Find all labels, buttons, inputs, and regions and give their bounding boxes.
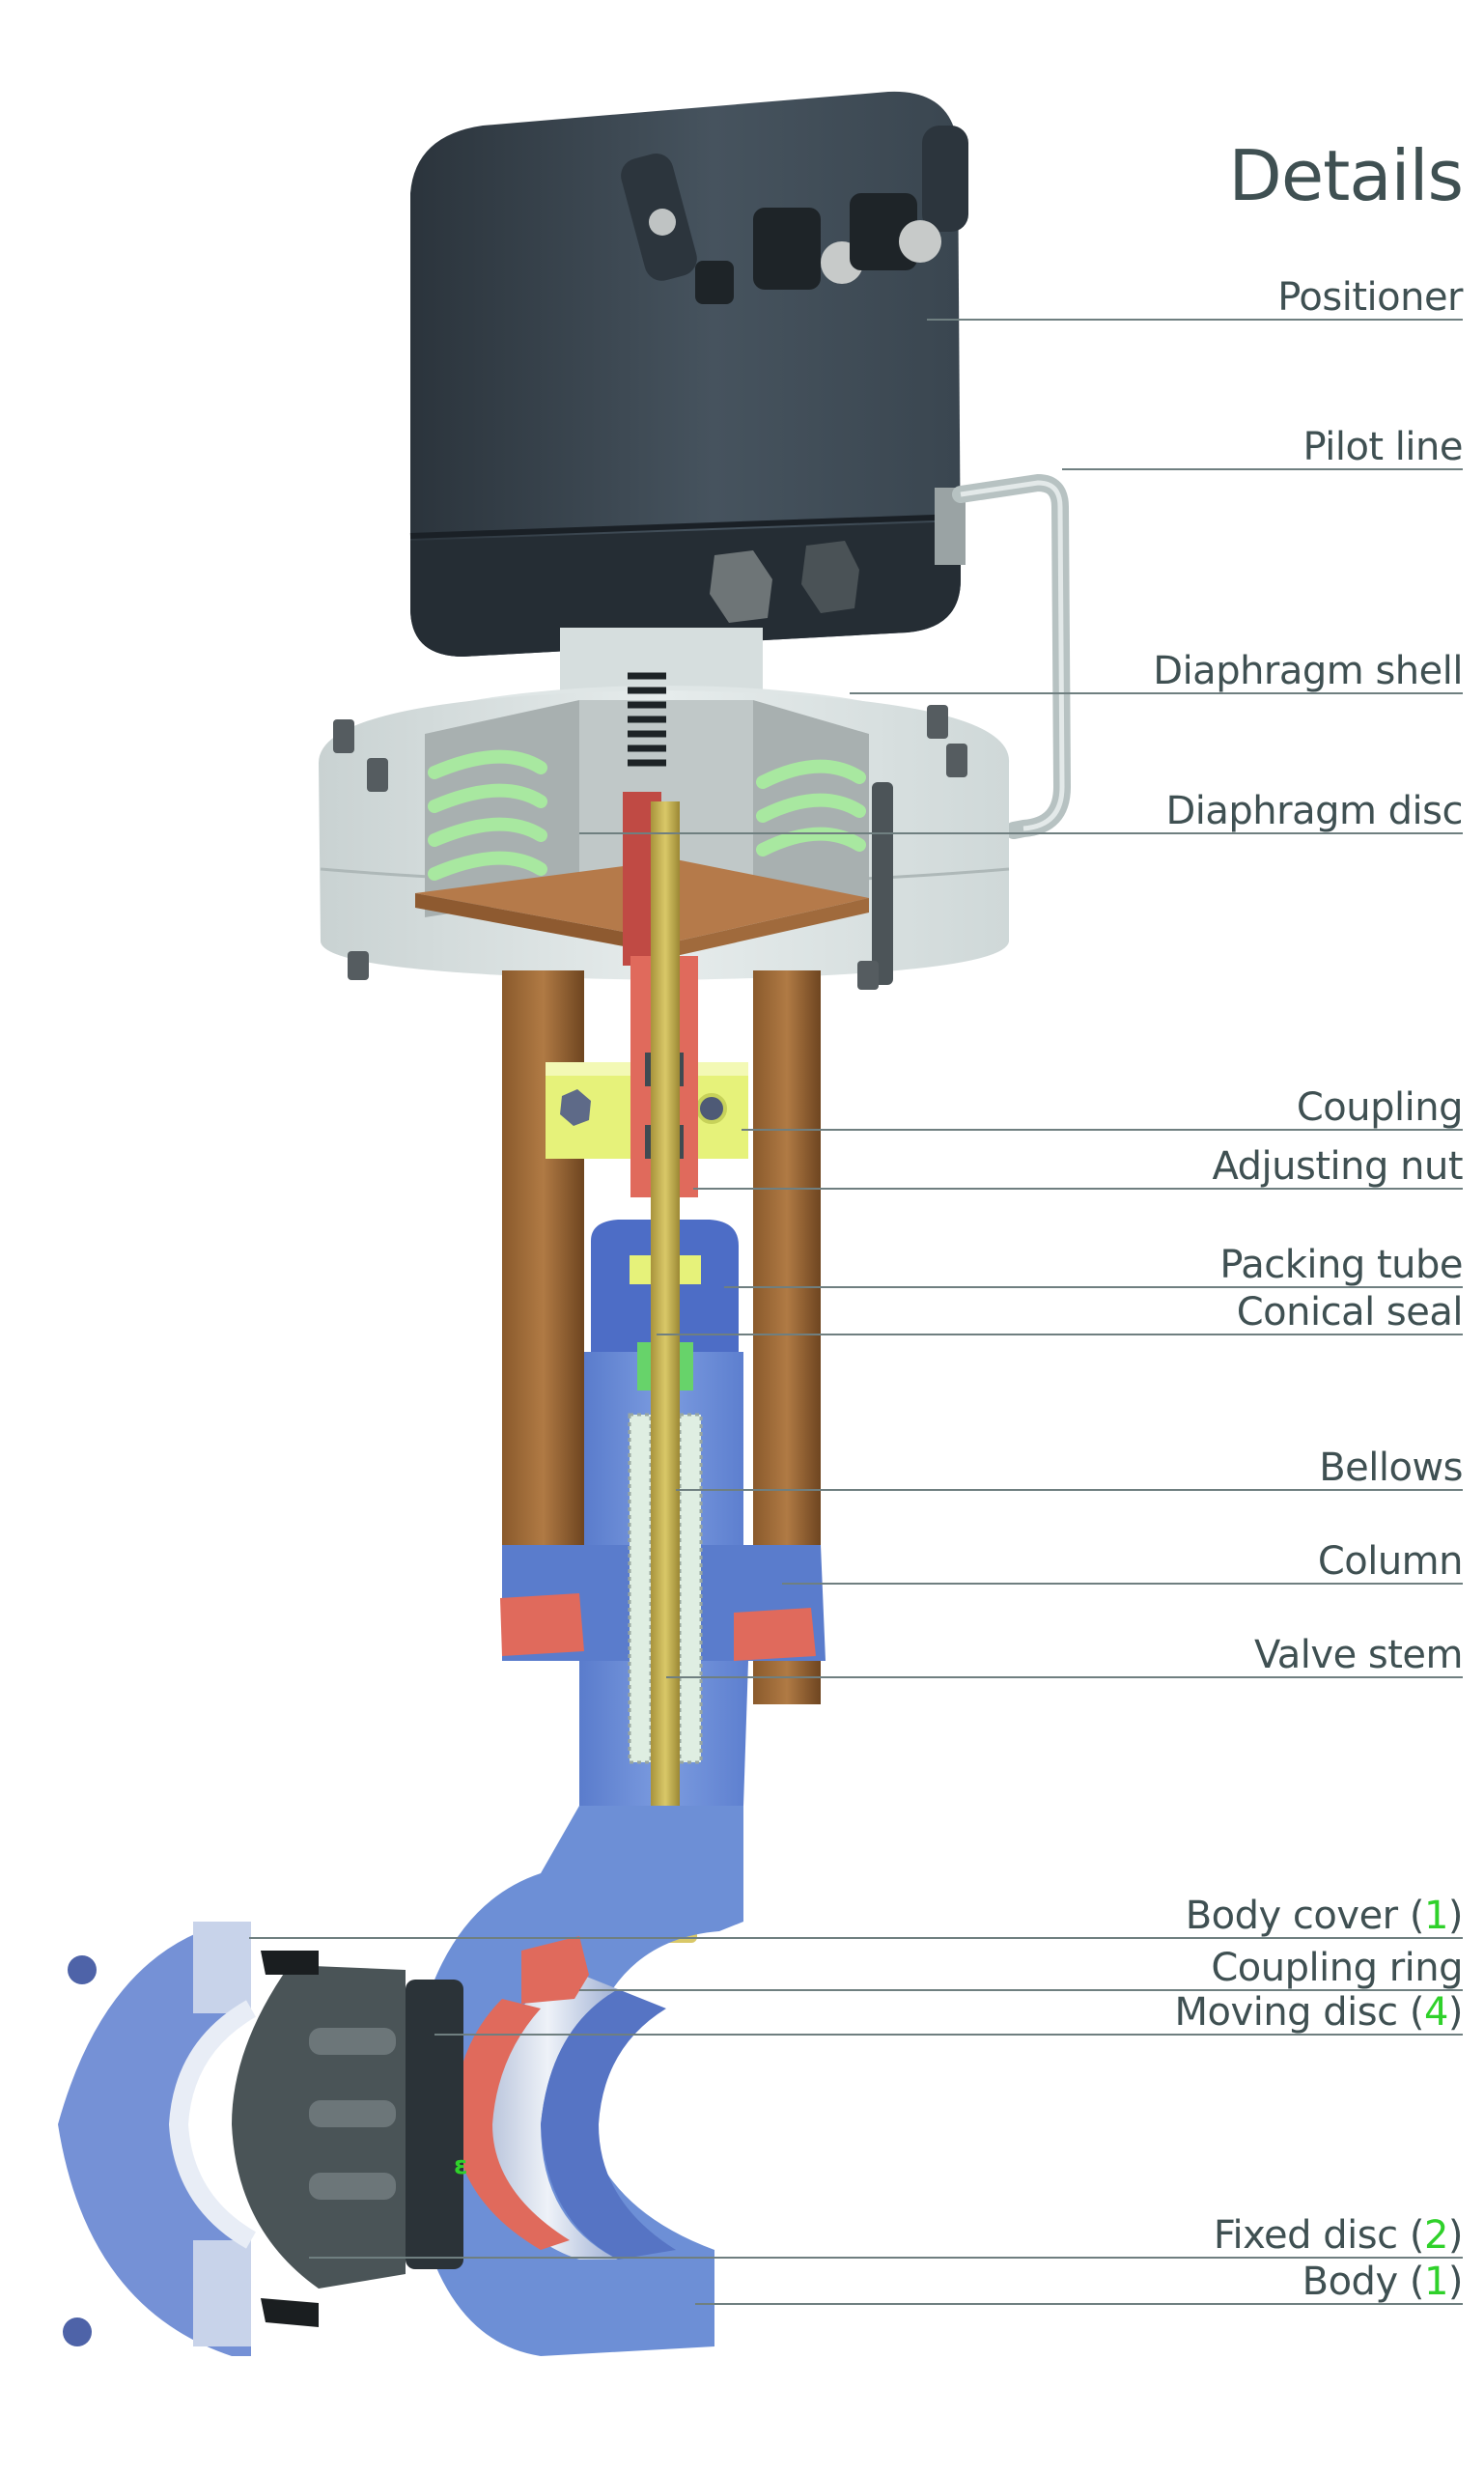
leader-line-positioner bbox=[927, 319, 1463, 321]
green-marker-glyph: ε bbox=[454, 2151, 468, 2180]
actuator-spring bbox=[628, 672, 666, 767]
label-text: Valve stem bbox=[1254, 1633, 1463, 1677]
leader-line-coupling-ring bbox=[579, 1989, 1463, 1991]
label-coupling-ring: Coupling ring bbox=[1211, 1949, 1463, 1987]
label-diaphragm-disc: Diaphragm disc bbox=[1165, 792, 1463, 830]
bolt-icon bbox=[68, 1955, 97, 1984]
bolt-icon bbox=[63, 2318, 92, 2346]
label-coupling: Coupling bbox=[1296, 1085, 1464, 1130]
label-bellows: Bellows bbox=[1319, 1448, 1463, 1487]
bellows bbox=[628, 1255, 703, 1764]
label-text: Column bbox=[1317, 1539, 1464, 1584]
label-positioner: Positioner bbox=[1277, 278, 1463, 317]
label-text: Body cover ( bbox=[1185, 1894, 1425, 1938]
label-text: Pilot line bbox=[1302, 425, 1463, 469]
leader-line-diaphragm-disc bbox=[579, 832, 1463, 834]
label-body-cover: Body cover (1) bbox=[1185, 1894, 1464, 1938]
label-text: Body ( bbox=[1302, 2260, 1425, 2304]
label-suffix: ) bbox=[1447, 2260, 1464, 2304]
label-text: Coupling ring bbox=[1211, 1946, 1463, 1990]
label-suffix: ) bbox=[1447, 2213, 1464, 2258]
label-moving-disc: Moving disc (4) bbox=[1174, 1990, 1464, 2035]
quantity-count: 1 bbox=[1423, 2260, 1448, 2304]
quantity-count: 2 bbox=[1423, 2213, 1448, 2258]
label-text: Packing tube bbox=[1219, 1243, 1463, 1287]
label-body: Body (1) bbox=[1302, 2260, 1464, 2304]
fixed-disc-part bbox=[232, 1951, 406, 2327]
leader-line-pilot-line bbox=[1062, 468, 1463, 470]
coupling-ring-part bbox=[454, 1936, 589, 2250]
moving-disc-part bbox=[406, 1980, 463, 2269]
label-suffix: ) bbox=[1447, 1894, 1464, 1938]
label-text: Coupling bbox=[1296, 1085, 1464, 1130]
positioner bbox=[409, 91, 968, 657]
leader-line-body-cover bbox=[249, 1937, 1463, 1939]
label-text: Moving disc ( bbox=[1174, 1990, 1425, 2035]
label-text: Conical seal bbox=[1236, 1290, 1464, 1334]
quantity-count: 1 bbox=[1423, 1894, 1448, 1938]
leader-line-body bbox=[695, 2303, 1463, 2305]
leader-line-column bbox=[782, 1583, 1463, 1585]
leader-line-moving-disc bbox=[434, 2034, 1463, 2036]
label-pilot-line: Pilot line bbox=[1302, 428, 1463, 466]
label-text: Adjusting nut bbox=[1212, 1144, 1464, 1189]
label-valve-stem: Valve stem bbox=[1254, 1636, 1463, 1674]
leader-line-adjusting-nut bbox=[693, 1188, 1463, 1190]
leader-line-bellows bbox=[676, 1489, 1463, 1491]
leader-line-fixed-disc bbox=[309, 2257, 1463, 2259]
label-column: Column bbox=[1317, 1539, 1464, 1584]
leader-line-valve-stem bbox=[666, 1676, 1463, 1678]
label-text: Diaphragm disc bbox=[1165, 789, 1463, 833]
label-packing-tube: Packing tube bbox=[1219, 1246, 1463, 1284]
label-text: Fixed disc ( bbox=[1213, 2213, 1425, 2258]
cable-gland bbox=[850, 193, 941, 270]
label-adjusting-nut: Adjusting nut bbox=[1213, 1147, 1464, 1186]
valve-stem bbox=[651, 801, 680, 1941]
quantity-count: 4 bbox=[1423, 1990, 1448, 2035]
label-diaphragm-shell: Diaphragm shell bbox=[1153, 652, 1463, 690]
leader-line-packing-tube bbox=[724, 1286, 1463, 1288]
pilot-line-tube bbox=[935, 473, 1072, 839]
label-text: Positioner bbox=[1277, 275, 1463, 320]
label-suffix: ) bbox=[1447, 1990, 1464, 2035]
label-text: Diaphragm shell bbox=[1153, 649, 1463, 693]
diaphragm-disc bbox=[415, 672, 869, 966]
label-conical-seal: Conical seal bbox=[1236, 1290, 1464, 1334]
page-title: Details bbox=[1228, 135, 1464, 216]
label-text: Bellows bbox=[1319, 1446, 1463, 1490]
leader-line-diaphragm-shell bbox=[850, 692, 1463, 694]
label-fixed-disc: Fixed disc (2) bbox=[1213, 2213, 1464, 2258]
leader-line-coupling bbox=[742, 1129, 1463, 1131]
leader-line-conical-seal bbox=[657, 1334, 1463, 1335]
body-cover-flange bbox=[58, 1922, 257, 2356]
